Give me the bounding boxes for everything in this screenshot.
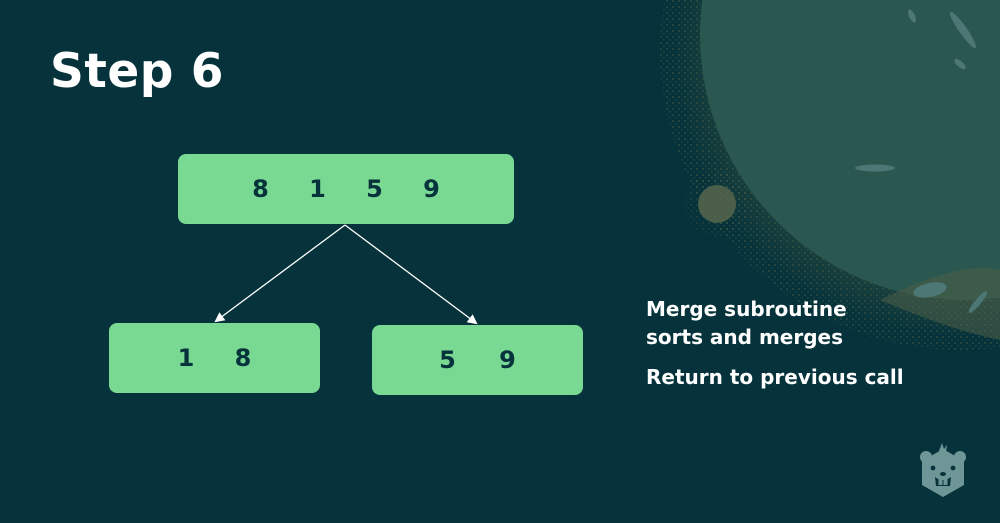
- note-merge: Merge subroutine sorts and merges: [646, 297, 847, 349]
- planet: [700, 0, 1000, 300]
- note-return: Return to previous call: [646, 365, 904, 389]
- moon: [698, 185, 736, 223]
- node-value: 1: [177, 344, 195, 372]
- tree-node-left-child: 1 8: [109, 323, 320, 393]
- node-value: 5: [366, 175, 383, 203]
- edge-root-to-right: [344, 224, 478, 325]
- tree-node-right-child: 5 9: [372, 325, 583, 395]
- node-value: 9: [423, 175, 440, 203]
- beaver-logo-icon: [920, 443, 966, 497]
- node-value: 1: [309, 175, 326, 203]
- tree-node-root: 8 1 5 9: [178, 154, 514, 224]
- edge-root-to-left: [214, 224, 346, 323]
- node-value: 8: [234, 344, 252, 372]
- step-notes: Merge subroutine sorts and merges Return…: [646, 295, 906, 403]
- node-value: 8: [252, 175, 269, 203]
- node-value: 5: [439, 346, 456, 374]
- slide-title: Step 6: [50, 44, 224, 99]
- node-value: 9: [499, 346, 516, 374]
